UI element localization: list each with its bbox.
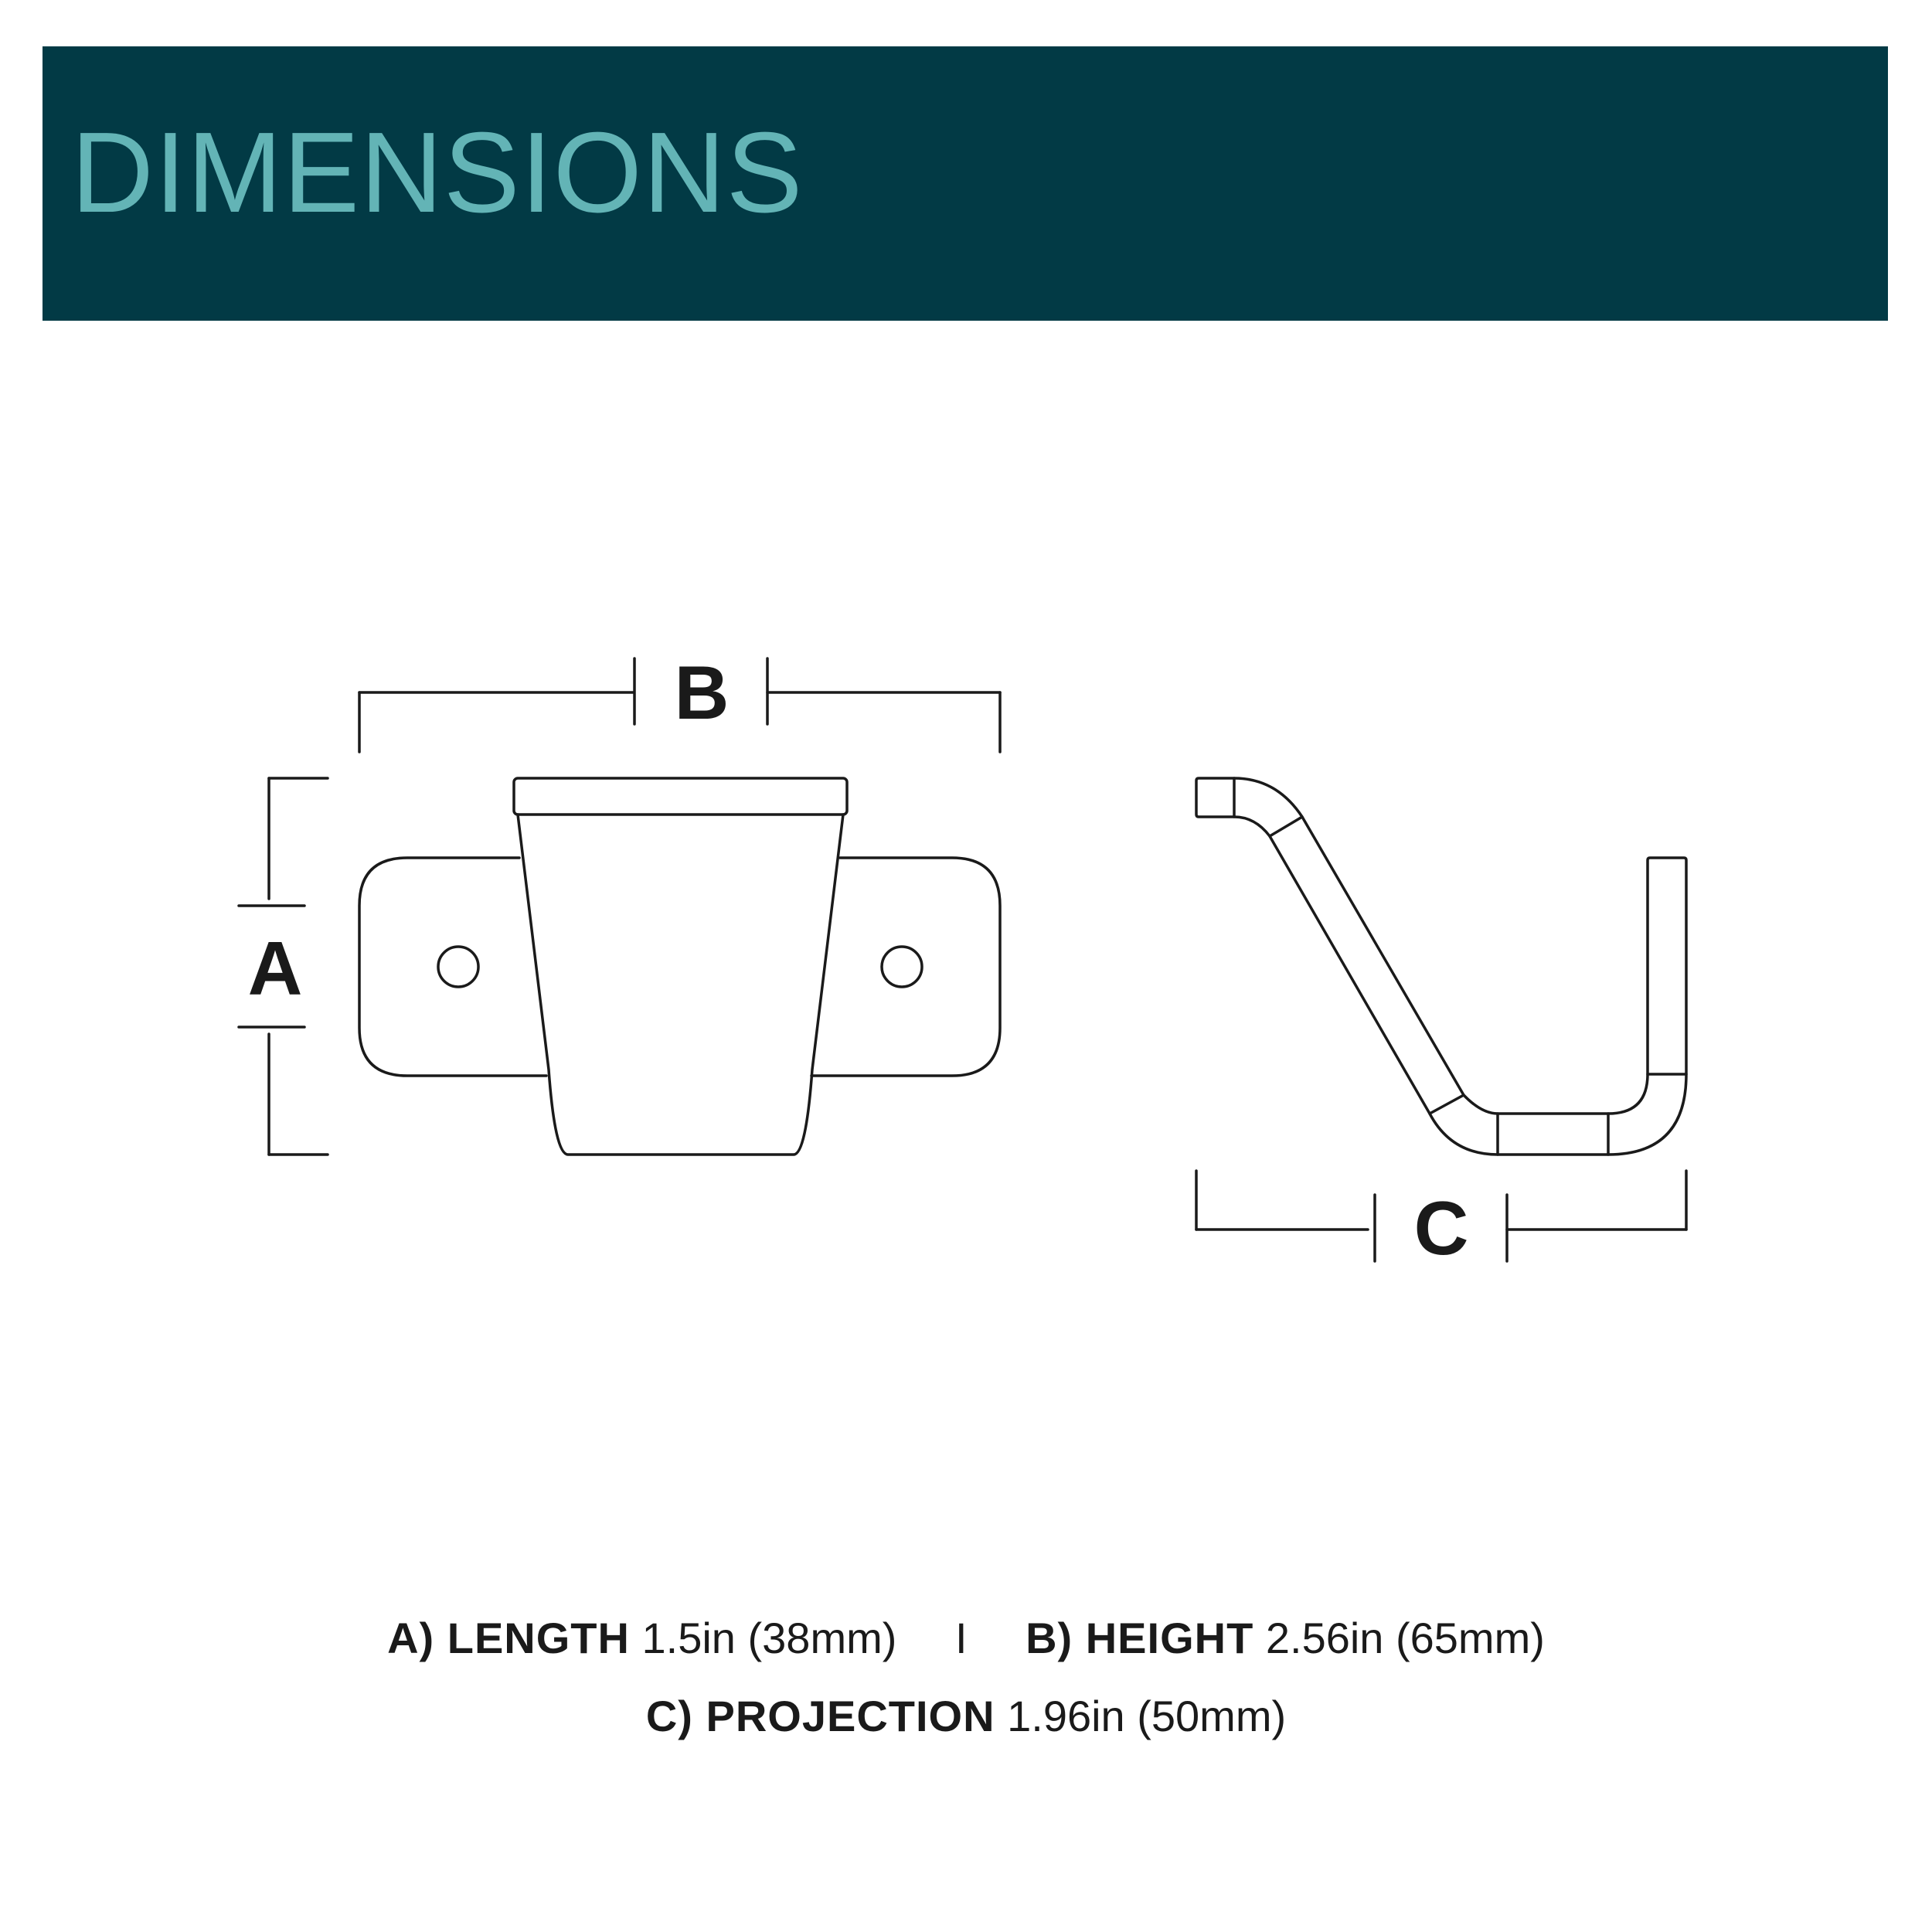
spec-line-1: A) LENGTH 1.5in (38mm) I B) HEIGHT 2.56i… [0, 1617, 1932, 1660]
spec-separator: I [954, 1614, 968, 1662]
dimension-b-markers [358, 657, 1002, 753]
dimension-c-markers [1195, 1169, 1688, 1263]
screw-hole-right [880, 945, 923, 988]
page-title: DIMENSIONS [71, 109, 804, 236]
header-band [43, 46, 1888, 321]
profile-seam-3 [1428, 1094, 1465, 1115]
spec-c-label: C) PROJECTION [645, 1692, 995, 1740]
dimension-label-a: A [248, 926, 303, 1011]
spec-b-label: B) HEIGHT [1026, 1614, 1254, 1662]
hook-cap [512, 777, 849, 816]
dimension-label-c: C [1414, 1185, 1469, 1270]
spec-c-value: 1.96in (50mm) [1007, 1692, 1287, 1740]
dimension-label-b: B [675, 650, 730, 735]
front-view-hook [358, 777, 1002, 1156]
hook-body [516, 813, 845, 1156]
profile-seam-2 [1268, 815, 1304, 838]
screw-hole-left [437, 945, 480, 988]
side-view-hook [1195, 777, 1688, 1156]
spec-b-value: 2.56in (65mm) [1265, 1614, 1545, 1662]
hook-profile [1195, 777, 1688, 1156]
mounting-plate [358, 856, 1002, 1077]
spec-a-label: A) LENGTH [387, 1614, 630, 1662]
dimension-a-markers [237, 777, 329, 1156]
spec-a-value: 1.5in (38mm) [641, 1614, 897, 1662]
spec-line-2: C) PROJECTION 1.96in (50mm) [0, 1695, 1932, 1738]
